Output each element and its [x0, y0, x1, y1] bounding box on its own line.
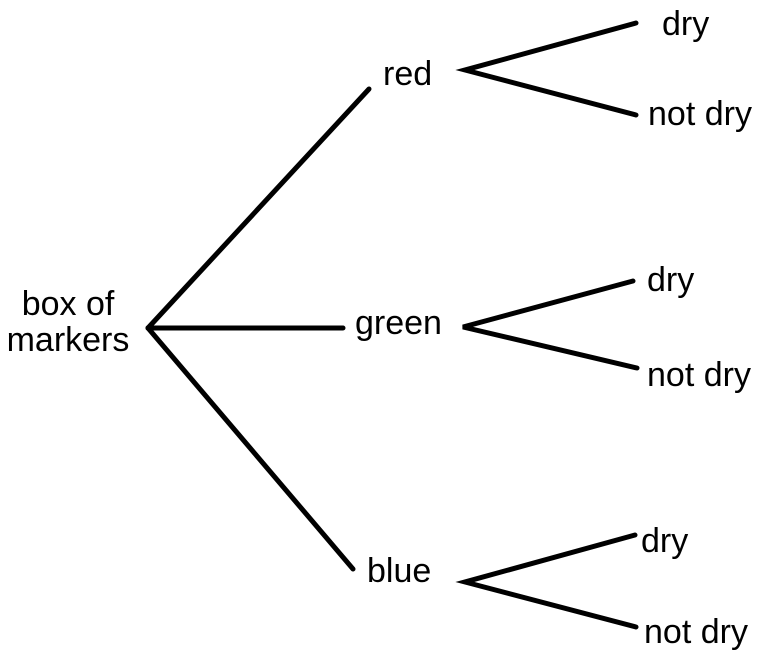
edge-blue-dry-notdry	[455, 532, 639, 630]
edge-root-red	[145, 86, 372, 331]
branch-label-green: green	[355, 304, 442, 342]
branch-label-red: red	[383, 55, 433, 93]
leaf-label-blue-not-dry: not dry	[644, 613, 748, 651]
leaf-label-red-not-dry: not dry	[648, 95, 752, 133]
branch-label-blue: blue	[367, 552, 432, 590]
leaf-label-green-dry: dry	[647, 261, 695, 299]
edge-root-blue	[145, 325, 356, 572]
leaf-label-red-dry: dry	[662, 5, 710, 43]
root-label-line2: markers	[6, 321, 130, 359]
edge-red-dry-notdry	[455, 20, 639, 118]
root-node-label: box of markers	[2, 286, 134, 358]
leaf-label-blue-dry: dry	[641, 522, 689, 560]
edge-green-dry-notdry	[462, 278, 640, 371]
root-label-line1: box of	[21, 285, 115, 323]
leaf-label-green-not-dry: not dry	[647, 356, 751, 394]
